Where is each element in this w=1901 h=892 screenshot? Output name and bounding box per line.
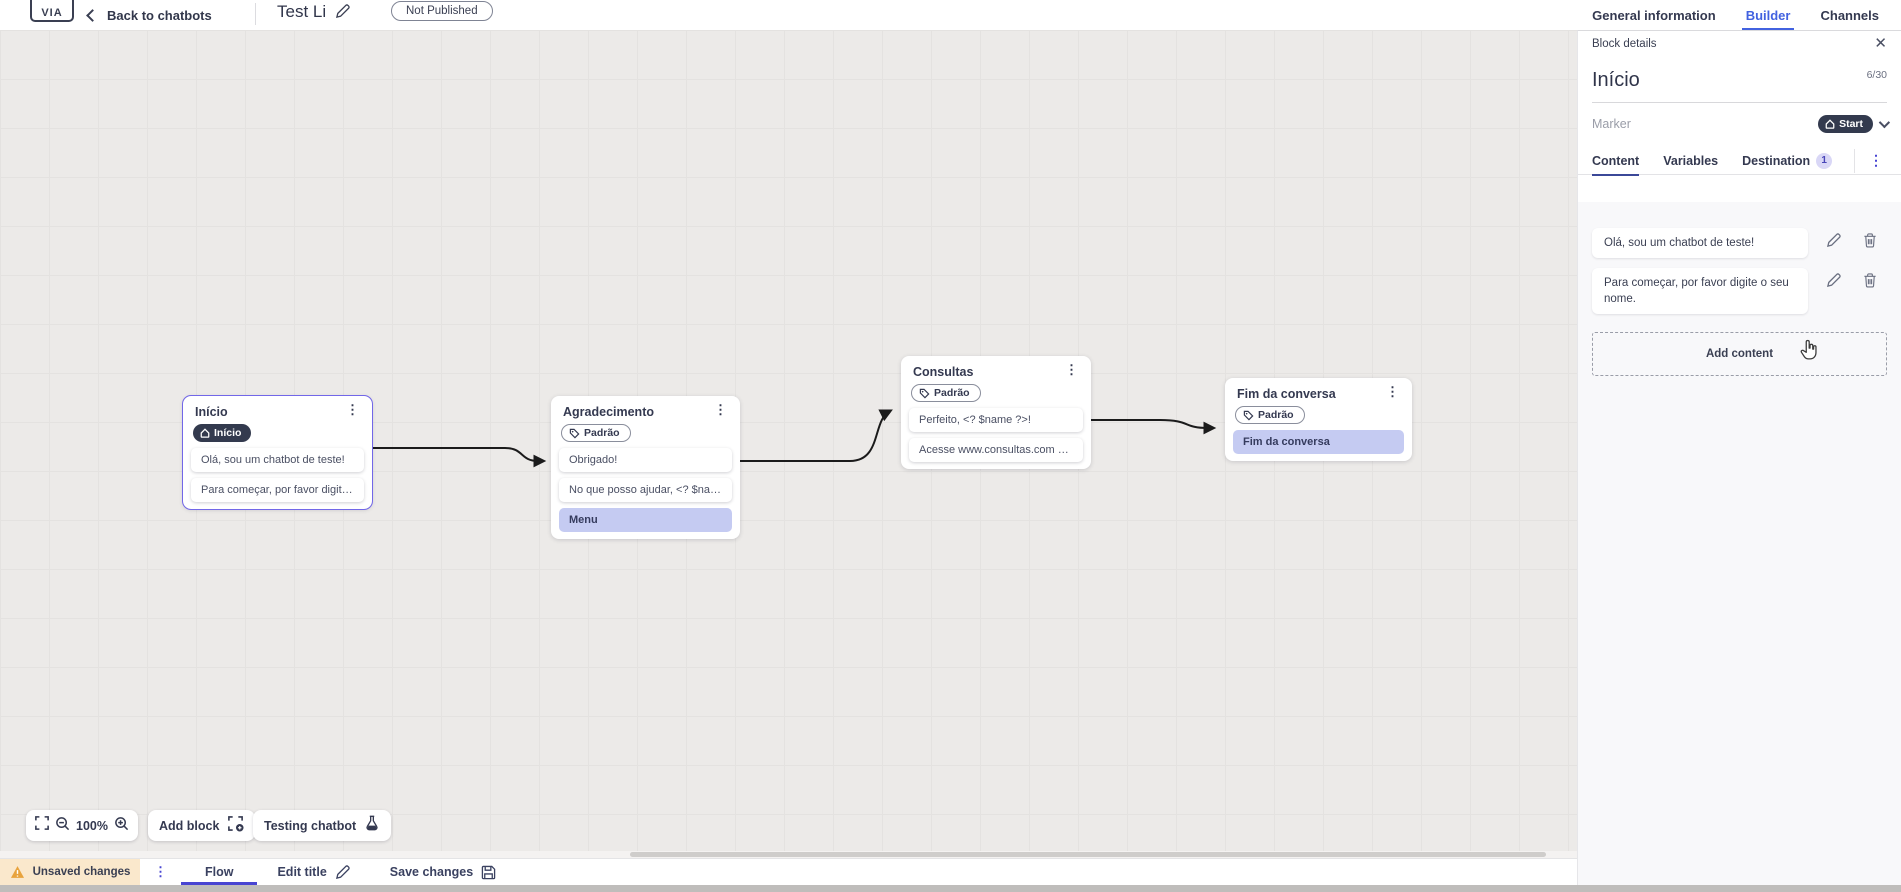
tag-badge: Padrão (1235, 406, 1305, 424)
node-menu-icon[interactable]: ⋮ (1065, 362, 1078, 377)
start-marker-badge: Início (193, 424, 252, 442)
zoom-controls: 100% (26, 810, 138, 841)
canvas-horizontal-scrollbar[interactable] (0, 851, 1577, 858)
node-menu-block-item[interactable]: Menu (559, 508, 732, 532)
node-consultas[interactable]: Consultas ⋮ Padrão Perfeito, <? $name ?>… (901, 356, 1091, 469)
tag-icon (919, 388, 930, 398)
flask-icon (364, 815, 380, 836)
destination-count-badge: 1 (1816, 152, 1833, 169)
save-changes-button[interactable]: Save changes (370, 859, 516, 885)
tag-icon (1243, 410, 1254, 420)
node-title: Consultas (913, 365, 974, 379)
zoom-out-icon[interactable] (55, 816, 70, 836)
edit-pencil-icon (335, 864, 350, 879)
wire-agradecimento-consultas (739, 409, 893, 462)
app-logo-icon: VIA (30, 0, 74, 22)
node-title: Fim da conversa (1237, 387, 1336, 401)
node-agradecimento[interactable]: Agradecimento ⋮ Padrão Obrigado! No que … (551, 396, 740, 539)
chevron-down-icon[interactable] (1878, 116, 1891, 129)
bottom-menu-icon[interactable]: ⋮ (154, 864, 167, 879)
add-block-icon (227, 815, 244, 837)
content-item-row: Para começar, por favor digite o seu nom… (1592, 268, 1887, 314)
node-menu-icon[interactable]: ⋮ (346, 402, 359, 417)
add-content-button[interactable]: Add content (1592, 332, 1887, 376)
save-floppy-icon (481, 865, 496, 879)
tab-general-information[interactable]: General information (1592, 7, 1716, 23)
marker-label: Marker (1592, 117, 1631, 131)
tab-channels[interactable]: Channels (1820, 7, 1879, 23)
block-details-panel: Block details ✕ Início 6/30 Marker Start… (1577, 30, 1901, 885)
zoom-level: 100% (76, 818, 108, 833)
divider (255, 3, 256, 25)
tab-flow[interactable]: Flow (181, 859, 258, 885)
chatbot-title: Test Li (277, 2, 327, 21)
fit-view-icon[interactable] (35, 816, 49, 835)
content-list: Olá, sou um chatbot de teste! Para começ… (1578, 202, 1901, 885)
edit-pencil-icon[interactable] (1826, 273, 1841, 288)
back-label: Back to chatbots (107, 7, 212, 23)
home-icon (1825, 119, 1835, 129)
node-end-block-item[interactable]: Fim da conversa (1233, 430, 1404, 454)
content-text-field[interactable]: Para começar, por favor digite o seu nom… (1592, 268, 1808, 314)
wire-consultas-fim (1090, 419, 1217, 435)
tag-badge: Padrão (561, 424, 631, 442)
block-name-field[interactable]: Início 6/30 (1592, 69, 1887, 103)
node-message-item[interactable]: Olá, sou um chatbot de teste! (191, 448, 364, 472)
window-edge (0, 885, 1901, 892)
trash-icon[interactable] (1863, 233, 1877, 248)
top-bar: VIA Back to chatbots Test Li Not Publish… (0, 0, 1901, 30)
block-name-value: Início (1592, 69, 1640, 91)
node-menu-icon[interactable]: ⋮ (1386, 384, 1399, 399)
back-to-chatbots-button[interactable]: Back to chatbots (86, 0, 212, 30)
edit-pencil-icon[interactable] (1826, 233, 1841, 248)
node-message-item[interactable]: Perfeito, <? $name ?>! (909, 408, 1083, 432)
content-item-row: Olá, sou um chatbot de teste! (1592, 228, 1887, 258)
wire-inicio-agradecimento (371, 447, 547, 468)
node-menu-icon[interactable]: ⋮ (714, 402, 727, 417)
panel-tab-group: Content Variables Destination 1 ⋮ (1578, 147, 1901, 176)
tag-icon (569, 428, 580, 438)
close-icon[interactable]: ✕ (1874, 35, 1887, 52)
testing-chatbot-button[interactable]: Testing chatbot (253, 810, 392, 841)
trash-icon[interactable] (1863, 273, 1877, 288)
scrollbar-thumb[interactable] (630, 852, 1546, 857)
warning-icon (10, 866, 24, 878)
char-counter: 6/30 (1866, 69, 1887, 81)
node-message-item[interactable]: Acesse www.consultas.com par... (909, 438, 1083, 462)
panel-title: Block details (1592, 38, 1657, 50)
chevron-left-icon (86, 8, 99, 22)
node-message-item[interactable]: Obrigado! (559, 448, 732, 472)
tab-destination[interactable]: Destination 1 (1742, 147, 1833, 175)
start-marker-select[interactable]: Start (1818, 115, 1873, 133)
top-tab-group: General information Builder Channels (1592, 0, 1879, 30)
tab-variables[interactable]: Variables (1663, 153, 1719, 168)
node-inicio[interactable]: Início ⋮ Início Olá, sou um chatbot de t… (182, 395, 373, 510)
tab-builder[interactable]: Builder (1741, 0, 1795, 30)
zoom-in-icon[interactable] (114, 816, 129, 836)
node-message-item[interactable]: Para começar, por favor digite o ... (191, 478, 364, 502)
tab-content[interactable]: Content (1592, 147, 1640, 176)
node-fim-da-conversa[interactable]: Fim da conversa ⋮ Padrão Fim da conversa (1225, 378, 1412, 461)
edit-title-button[interactable]: Edit title (257, 859, 369, 885)
home-icon (200, 428, 210, 438)
divider (1854, 149, 1855, 173)
flow-canvas[interactable]: Início ⋮ Início Olá, sou um chatbot de t… (0, 30, 1577, 858)
edit-title-pencil-icon[interactable] (335, 4, 350, 24)
bottom-bar: Unsaved changes ⋮ Flow Edit title Save c… (0, 858, 1577, 885)
publish-status-badge: Not Published (391, 1, 493, 21)
content-text-field[interactable]: Olá, sou um chatbot de teste! (1592, 228, 1808, 258)
node-title: Agradecimento (563, 405, 654, 419)
tag-badge: Padrão (911, 384, 981, 402)
node-title: Início (195, 405, 228, 419)
node-message-item[interactable]: No que posso ajudar, <? $name ... (559, 478, 732, 502)
panel-menu-icon[interactable]: ⋮ (1869, 152, 1883, 168)
unsaved-changes-indicator: Unsaved changes (0, 859, 140, 885)
add-block-button[interactable]: Add block (148, 810, 256, 841)
